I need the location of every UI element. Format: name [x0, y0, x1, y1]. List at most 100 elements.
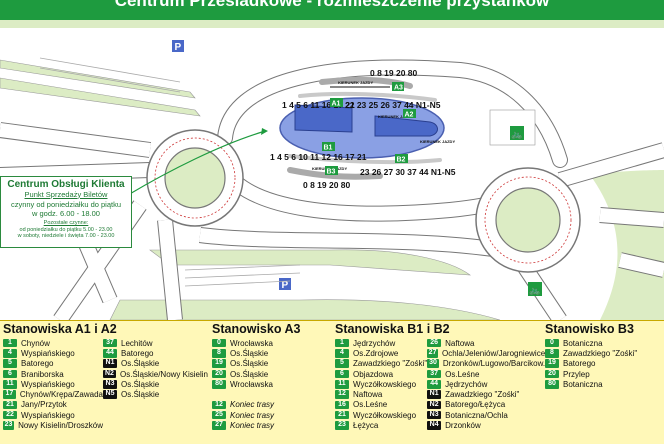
stop-a3-lines: 0 8 19 20 80 — [370, 68, 418, 78]
line-badge: 8 — [545, 349, 559, 358]
line-badge: N5 — [103, 390, 117, 399]
line-badge: 20 — [212, 369, 226, 379]
bicycle-parking-icon: 🚲 — [511, 129, 522, 139]
title-bar: Centrum Przesiadkowe - rozmieszczenie pr… — [0, 0, 664, 20]
parking-stripes-bottom — [184, 264, 301, 287]
stop-b2-badge — [395, 154, 408, 163]
line-badge: 27 — [212, 421, 226, 430]
stop-a3-badge — [392, 82, 404, 91]
bicycle-parking-bottom — [528, 282, 542, 296]
line-badge: N4 — [427, 421, 442, 430]
destination-label: Zawadzkiego "Zośki" — [445, 390, 520, 400]
destination-label: Jędrzychów — [353, 338, 396, 348]
destination-label: Botaniczna — [563, 338, 603, 348]
schedule-row: 22 Wyspiańskiego — [3, 410, 103, 420]
parking-stripes-top — [39, 57, 181, 93]
destination-label: Os.Śląskie — [121, 359, 160, 369]
green-area-top — [0, 20, 664, 28]
line-badge: N2 — [103, 369, 116, 379]
info-extra-line1: od poniedziałku do piątku 5.00 - 23.00 — [19, 226, 113, 233]
roundabout-left-lane — [154, 137, 236, 219]
line-badge: N1 — [103, 359, 117, 368]
green-strip-lower-left — [149, 249, 471, 276]
parking-icon: P — [175, 42, 182, 53]
destination-label: Wyspiańskiego — [21, 379, 75, 389]
destination-label: Zawadzkiego "Zośki" — [563, 348, 638, 358]
destination-label: Zawadzkiego "Zośki" — [353, 359, 428, 369]
line-badge: 16 — [335, 400, 349, 410]
destination-label: Drzonków — [445, 421, 481, 431]
destination-label: Os.Leśne — [445, 369, 480, 379]
parking-sign-top — [172, 40, 184, 52]
heading-b1b2: Stanowiska B1 i B2 — [335, 322, 450, 336]
direction-label-b: KIERUNEK JAZDY — [420, 139, 455, 144]
destination-label: Botaniczna — [563, 379, 603, 389]
line-badge: 4 — [335, 349, 349, 358]
destination-label: Braniborska — [21, 369, 64, 379]
line-badge: 12 — [212, 400, 226, 410]
destination-label: Os.Śląskie — [121, 379, 160, 389]
destination-label: Wyczółkowskiego — [353, 410, 417, 420]
bicycle-parking-top — [510, 126, 524, 140]
destination-label: Batorego — [563, 359, 596, 369]
schedule-row: 4 Os.Zdrojowe — [335, 348, 427, 358]
destination-label: Wyspiańskiego — [21, 348, 75, 358]
destination-label: Koniec trasy — [230, 421, 275, 431]
stop-b2-lines: 23 26 27 30 37 44 N1-N5 — [360, 167, 456, 177]
destination-label: Os.Leśne — [353, 400, 388, 410]
destination-label: Wrocławska — [230, 379, 273, 389]
direction-label-a3: KIERUNEK JAZDY — [338, 80, 373, 85]
heading-b3: Stanowisko B3 — [545, 322, 634, 336]
destination-label: Chynów/Krępa/Zawada — [19, 390, 103, 400]
map-title: Centrum Przesiadkowe - rozmieszczenie pr… — [114, 0, 550, 10]
line-badge: N3 — [427, 410, 442, 420]
schedule-row — [212, 389, 330, 399]
line-badge: N3 — [103, 380, 117, 389]
direction-label-a: KIERUNEK JAZDY — [378, 114, 413, 119]
road-left-main-fill — [0, 123, 151, 320]
bay-a-row — [298, 91, 437, 102]
info-pointer-line — [127, 131, 263, 196]
stop-b1-badge — [322, 142, 335, 151]
stop-b1-lines: 1 4 5 6 10 11 12 16 17 21 — [270, 152, 367, 162]
line-badge: 37 — [103, 338, 117, 348]
destination-label: Os.Zdrojowe — [353, 348, 399, 358]
line-badge: 0 — [212, 338, 226, 348]
stop-b3-code: B3 — [327, 169, 336, 176]
info-pointer-arrow — [261, 128, 268, 135]
destination-label: Os.Śląskie/Nowy Kisielin — [119, 369, 208, 379]
destination-label: Wyspiańskiego — [21, 410, 75, 420]
line-badge: 22 — [3, 410, 17, 420]
bay-b-row — [288, 154, 442, 165]
line-badge: 0 — [545, 338, 559, 348]
green-area-right — [590, 170, 664, 320]
destination-label: Botaniczna/Ochla — [445, 410, 508, 420]
destination-label: Przylep — [563, 369, 590, 379]
schedule-row: N1 Os.Śląskie — [103, 359, 208, 369]
roundabout-right-island — [495, 187, 561, 253]
destination-label: Batorego/Łężyca — [445, 400, 506, 410]
line-badge: 80 — [212, 380, 226, 389]
line-badge: 25 — [212, 410, 226, 420]
